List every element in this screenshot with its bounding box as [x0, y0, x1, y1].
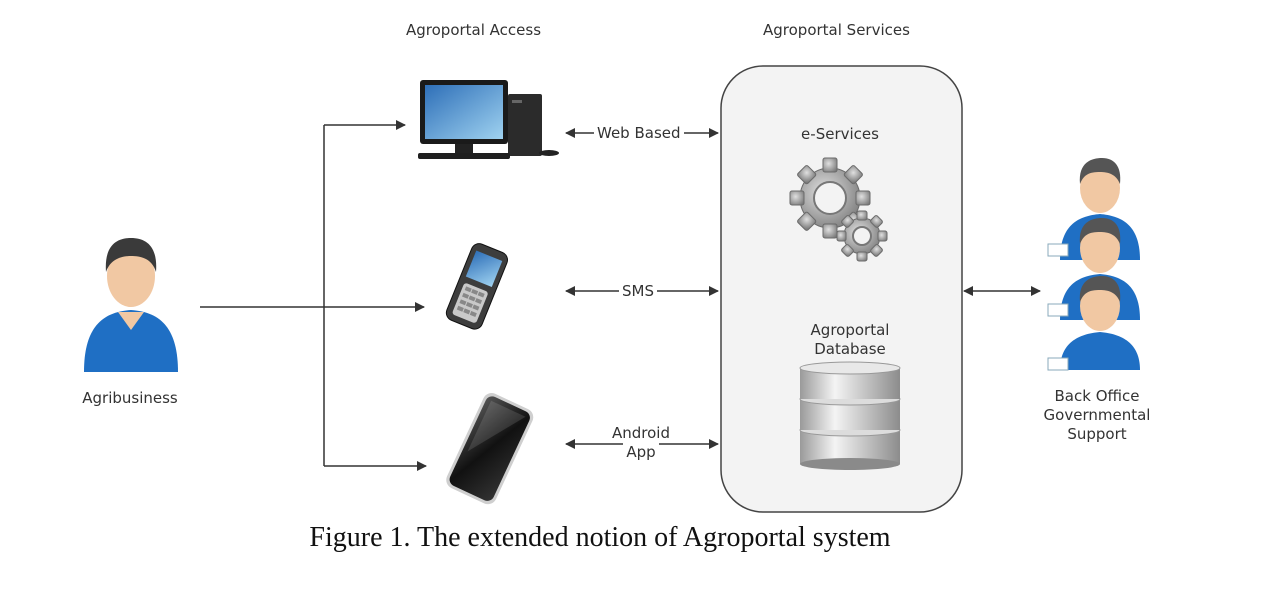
desktop-computer-icon: [418, 80, 559, 159]
agribusiness-person-icon: [84, 238, 178, 372]
access-header: Agroportal Access: [406, 21, 542, 39]
database-label: Agroportal Database: [775, 321, 925, 359]
back-office-line-2: Governmental: [1043, 405, 1151, 424]
services-box: [720, 65, 963, 513]
database-icon: [799, 361, 901, 470]
android-line-1: Android: [609, 424, 673, 442]
back-office-label: Back Office Governmental Support: [1032, 387, 1162, 443]
figure-caption: Figure 1. The extended notion of Agropor…: [309, 522, 891, 553]
gears-icon: [789, 157, 888, 262]
smartphone-icon: [446, 393, 534, 505]
agribusiness-label: Agribusiness: [82, 389, 178, 407]
staff-group-icon: [1047, 158, 1140, 371]
mobile-phone-icon: [445, 243, 508, 330]
back-office-line-3: Support: [1067, 424, 1127, 443]
sms-channel-label: SMS: [619, 282, 657, 301]
staff-person-icon: [1047, 276, 1140, 371]
database-line-1: Agroportal: [810, 321, 890, 339]
database-line-2: Database: [814, 339, 886, 358]
services-header: Agroportal Services: [763, 21, 910, 39]
sms-channel-text: SMS: [619, 282, 657, 300]
back-office-line-1: Back Office: [1054, 387, 1140, 405]
android-channel-label: Android App: [596, 424, 686, 462]
android-line-2: App: [623, 442, 659, 461]
web-channel-label: Web Based: [594, 124, 684, 143]
staff-person-icon: [1047, 218, 1140, 320]
web-channel-text: Web Based: [594, 124, 684, 142]
eservices-label: e-Services: [801, 125, 879, 143]
